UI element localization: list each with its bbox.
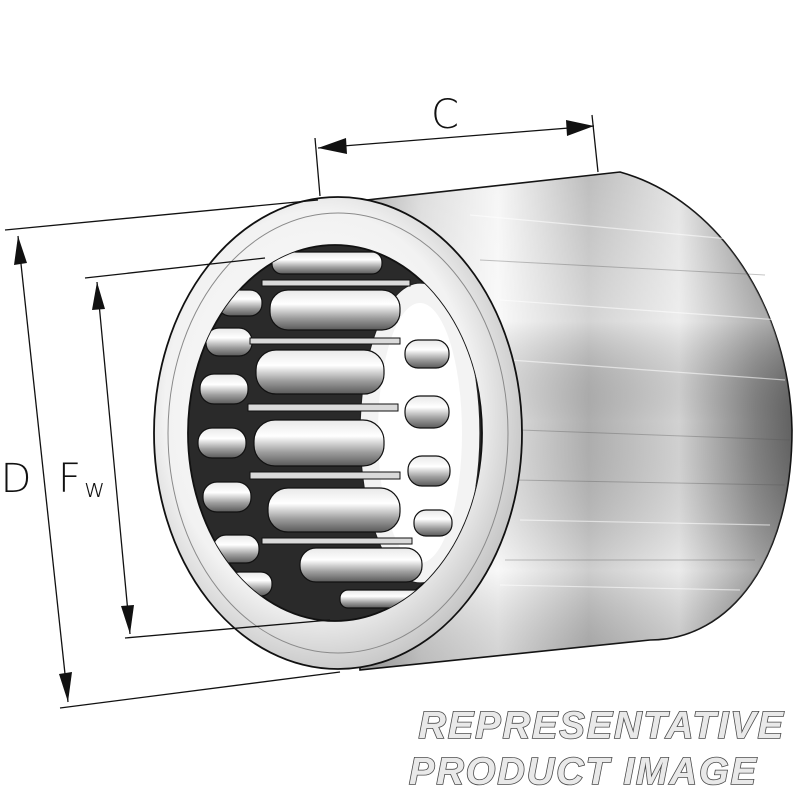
left-roller-column	[197, 289, 273, 597]
watermark: REPRESENTATIVE PRODUCT IMAGE	[408, 704, 785, 794]
dimension-lines	[4, 114, 599, 709]
center-roller-column	[253, 251, 431, 609]
watermark-line-2: PRODUCT IMAGE	[409, 751, 758, 793]
dimension-label-d: D	[1, 456, 32, 502]
needle-roller-cage	[197, 251, 453, 609]
dimension-label-c: C	[431, 92, 459, 138]
right-roller-column	[404, 339, 453, 537]
dimension-label-fw: F	[58, 456, 81, 502]
dimension-arrowheads	[14, 120, 594, 702]
dimension-label-fw-subscript: w	[84, 474, 105, 504]
cage-bars	[247, 279, 413, 545]
watermark-line-1: REPRESENTATIVE	[418, 705, 785, 747]
